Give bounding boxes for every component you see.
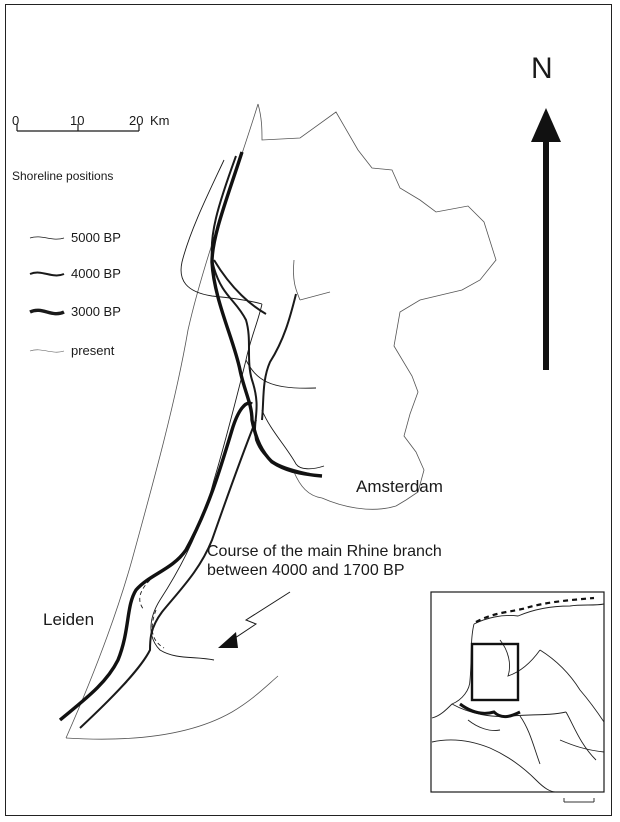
legend-title: Shoreline positions bbox=[12, 169, 114, 183]
legend-swatch-4000 bbox=[29, 271, 65, 277]
scale-tick-10: 10 bbox=[70, 113, 85, 128]
legend-swatch-3000 bbox=[29, 308, 65, 316]
north-arrow bbox=[531, 108, 561, 370]
legend-label-present: present bbox=[71, 343, 115, 358]
place-label-leiden: Leiden bbox=[43, 610, 95, 629]
place-label-amsterdam: Amsterdam bbox=[356, 477, 443, 496]
scale-tick-20: 20 bbox=[129, 113, 144, 128]
map-frame bbox=[5, 4, 612, 816]
legend-swatch-5000 bbox=[29, 236, 65, 240]
shoreline-5000bp bbox=[139, 159, 325, 661]
rhine-annotation: Course of the main Rhine branch between … bbox=[207, 543, 442, 579]
legend-swatch-present bbox=[29, 349, 65, 353]
shoreline-3000bp bbox=[58, 151, 323, 722]
north-label: N bbox=[531, 52, 553, 85]
inset-locator-map bbox=[430, 591, 605, 803]
legend-label-4000: 4000 BP bbox=[71, 266, 121, 281]
legend-label-5000: 5000 BP bbox=[71, 230, 121, 245]
present-coastline bbox=[65, 103, 497, 740]
scale-unit: Km bbox=[150, 113, 170, 128]
scale-bar bbox=[16, 124, 140, 132]
legend-label-3000: 3000 BP bbox=[71, 304, 121, 319]
rhine-course-arrow bbox=[218, 591, 291, 648]
legend-swatches bbox=[29, 236, 65, 353]
scale-tick-0: 0 bbox=[12, 113, 20, 128]
